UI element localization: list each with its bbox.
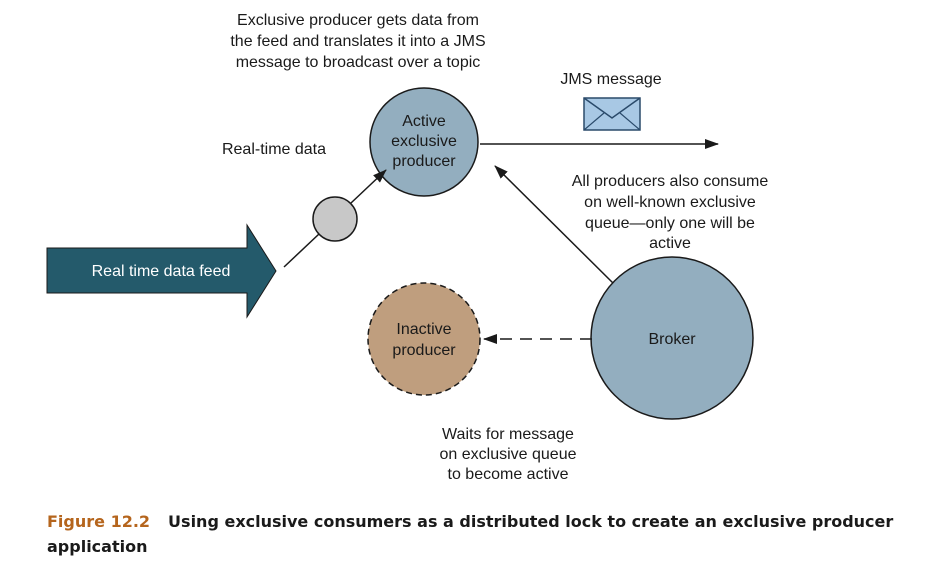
wait-note-line-2: on exclusive queue bbox=[440, 446, 577, 463]
active-producer-line-3: producer bbox=[392, 153, 456, 170]
broker-to-active-arrow bbox=[494, 165, 618, 288]
top-note-line-2: the feed and translates it into a JMS bbox=[230, 33, 485, 50]
active-producer-node bbox=[369, 87, 479, 197]
active-producer-line-2: exclusive bbox=[391, 133, 457, 150]
inactive-producer-line-2: producer bbox=[392, 342, 456, 359]
dot-to-active-arrow bbox=[350, 169, 387, 204]
wait-note-line-3: to become active bbox=[448, 466, 569, 483]
consume-note-line-3: queue—only one will be bbox=[585, 215, 755, 232]
realtime-feed-arrow bbox=[46, 223, 277, 319]
realtime-feed-label: Real time data feed bbox=[92, 263, 231, 280]
inactive-producer-node bbox=[367, 282, 481, 396]
jms-message-label: JMS message bbox=[560, 71, 661, 88]
data-packet-dot bbox=[312, 196, 358, 242]
figure-caption-text: Using exclusive consumers as a distribut… bbox=[47, 512, 894, 556]
top-note-line-1: Exclusive producer gets data from bbox=[237, 12, 479, 29]
inactive-producer-line-1: Inactive bbox=[396, 321, 451, 338]
broker-label: Broker bbox=[648, 331, 696, 348]
realtime-data-label: Real-time data bbox=[222, 141, 326, 158]
wait-note-line-1: Waits for message bbox=[442, 426, 574, 443]
figure-number: Figure 12.2 bbox=[47, 512, 151, 531]
broker-node bbox=[590, 256, 754, 420]
envelope-icon bbox=[583, 97, 641, 131]
consume-note-line-4: active bbox=[649, 235, 691, 252]
consume-note-line-1: All producers also consume bbox=[572, 173, 769, 190]
feed-to-dot-line bbox=[283, 233, 320, 268]
active-producer-line-1: Active bbox=[402, 113, 446, 130]
consume-note-line-2: on well-known exclusive bbox=[584, 194, 756, 211]
top-note-line-3: message to broadcast over a topic bbox=[236, 54, 481, 71]
